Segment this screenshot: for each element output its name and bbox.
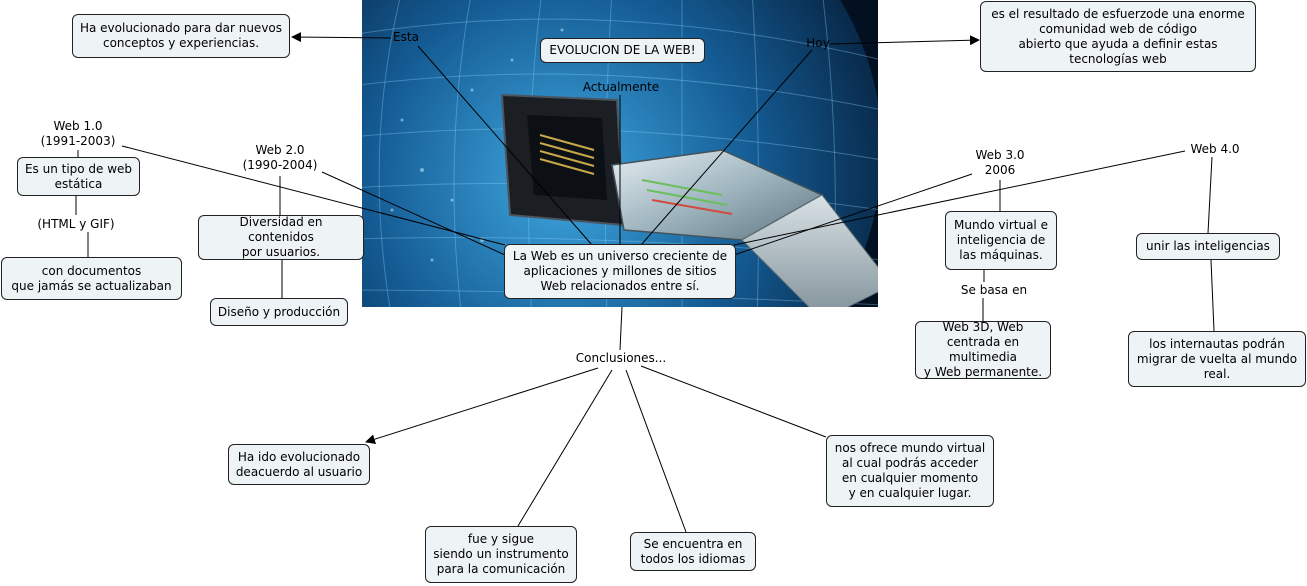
label-web4: Web 4.0 — [1190, 142, 1240, 156]
hoy-desc-node[interactable]: es el resultado de esfuerzode una enorme… — [980, 1, 1256, 72]
center-node[interactable]: La Web es un universo creciente de aplic… — [504, 244, 736, 299]
label-web2: Web 2.0 (1990-2004) — [242, 143, 318, 172]
conc-idiomas-node[interactable]: Se encuentra en todos los idiomas — [630, 532, 756, 571]
link-center-conclusiones — [619, 306, 623, 351]
title-node[interactable]: EVOLUCION DE LA WEB! — [540, 38, 705, 63]
link-web4-desc — [1207, 156, 1213, 234]
label-conclusiones: Conclusiones... — [575, 351, 667, 365]
label-web1: Web 1.0 (1991-2003) — [40, 119, 116, 148]
label-actualmente: Actualmente — [582, 80, 660, 94]
label-esta: Esta — [393, 30, 419, 44]
link-conc-instrumento — [517, 369, 613, 527]
label-html-gif: (HTML y GIF) — [37, 217, 115, 231]
web2-desc-node[interactable]: Diversidad en contenidos por usuarios. — [198, 215, 364, 260]
web3-base-node[interactable]: Web 3D, Web centrada en multimedia y Web… — [915, 320, 1051, 379]
link-conc-evol — [365, 367, 599, 445]
link-conc-idiomas — [625, 369, 687, 533]
link-conc-mundo — [640, 365, 827, 438]
conc-mundo-node[interactable]: nos ofrece mundo virtual al cual podrás … — [826, 435, 994, 507]
conc-instrumento-node[interactable]: fue y sigue siendo un instrumento para l… — [425, 526, 577, 583]
web2-diseno-node[interactable]: Diseño y producción — [210, 298, 348, 326]
label-web3: Web 3.0 2006 — [975, 148, 1025, 177]
web1-docs-node[interactable]: con documentos que jamás se actualizaban — [1, 257, 182, 300]
label-hoy: Hoy — [806, 36, 830, 50]
esta-desc-node[interactable]: Ha evolucionado para dar nuevos concepto… — [72, 14, 290, 58]
conc-evol-node[interactable]: Ha ido evolucionado deacuerdo al usuario — [228, 444, 370, 485]
web1-desc-node[interactable]: Es un tipo de web estática — [17, 157, 140, 196]
link-web4-internautas — [1210, 259, 1215, 332]
web4-desc-node[interactable]: unir las inteligencias — [1136, 233, 1280, 260]
web4-internautas-node[interactable]: los internautas podrán migrar de vuelta … — [1128, 331, 1306, 387]
web3-desc-node[interactable]: Mundo virtual e inteligencia de las máqu… — [945, 211, 1057, 270]
label-se-basa-en: Se basa en — [960, 283, 1028, 297]
